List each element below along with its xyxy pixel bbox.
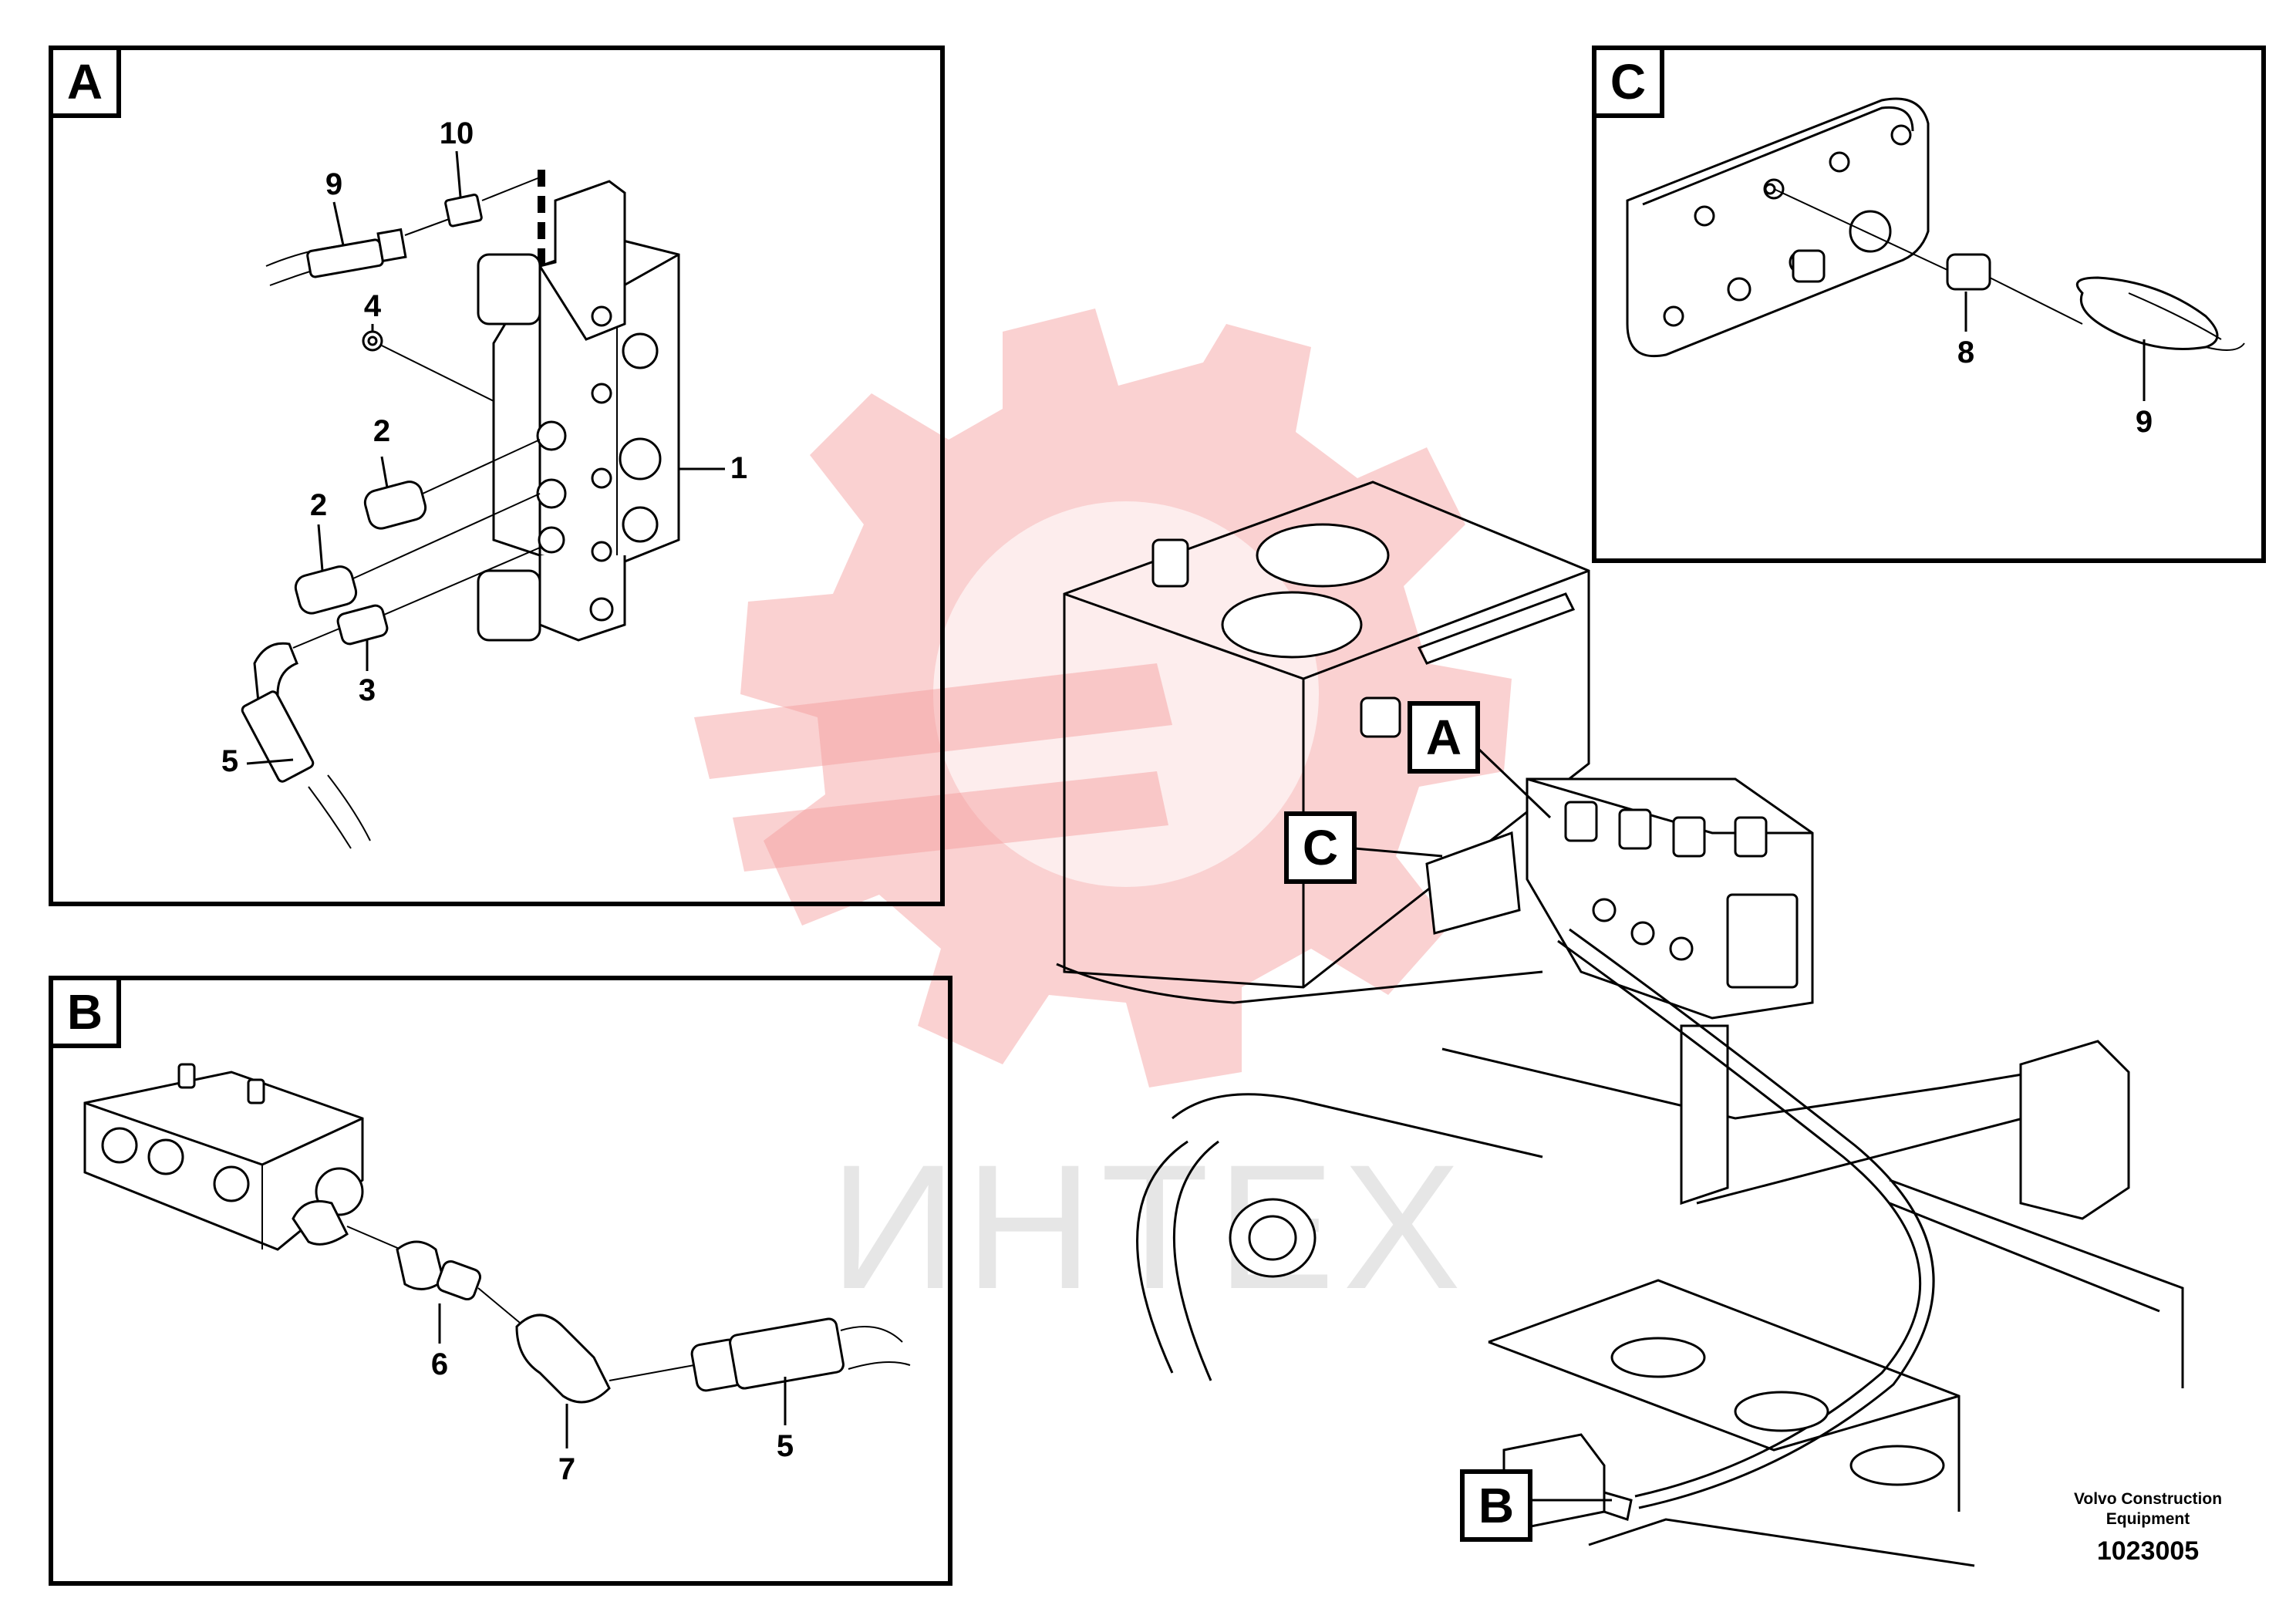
detail-b-letter-box <box>49 976 121 1048</box>
mounting-bracket <box>1425 831 1521 935</box>
callout-c-9: 9 <box>2136 405 2153 439</box>
detail-c-panel: C 8 9 <box>1592 46 2266 563</box>
detail-a-panel: A <box>49 46 945 906</box>
hose-9-c <box>2075 276 2245 351</box>
callout-a-9: 9 <box>325 167 342 201</box>
upper-frame <box>1056 963 2184 1388</box>
detail-a-frame <box>49 46 945 906</box>
ref-box-a: A <box>1408 701 1552 819</box>
ref-letter-c: C <box>1303 820 1338 875</box>
callout-a-2-upper: 2 <box>373 414 390 448</box>
detail-a-callouts: 10 9 4 2 2 1 3 5 <box>221 116 747 778</box>
detail-a-letter-box <box>49 46 121 118</box>
callout-a-2-lower: 2 <box>310 488 327 522</box>
detail-c-letter-box <box>1592 46 1664 118</box>
lower-frame <box>1488 1279 1975 1567</box>
callout-b-5: 5 <box>777 1429 794 1463</box>
callout-a-3: 3 <box>359 673 376 707</box>
callout-a-10: 10 <box>440 116 474 150</box>
detail-b-panel: B <box>49 976 952 1586</box>
detail-a-letter: A <box>67 54 103 110</box>
callout-b-6: 6 <box>431 1347 448 1381</box>
drawing-number: 1023005 <box>2097 1536 2199 1566</box>
plug-2-lower <box>294 565 358 615</box>
fitting-6 <box>396 1240 482 1301</box>
fitting-8 <box>1946 253 1991 291</box>
detail-b-frame <box>49 976 952 1586</box>
fitting-10 <box>444 194 483 228</box>
ref-box-c: C <box>1284 811 1443 884</box>
ref-letter-b: B <box>1478 1478 1514 1533</box>
fitting-3 <box>336 604 389 646</box>
callout-a-4: 4 <box>364 289 382 323</box>
callout-c-8: 8 <box>1957 336 1974 369</box>
brand-line-1: Volvo Construction <box>2074 1490 2222 1508</box>
detail-c-letter: C <box>1610 54 1646 110</box>
watermark-text: ИНТЕХ <box>830 1128 1469 1326</box>
main-assembly-view: A C B <box>1056 481 2184 1567</box>
manifold-block <box>83 1063 364 1251</box>
watermark-gear-logo <box>694 309 1512 1088</box>
callout-b-7: 7 <box>558 1452 575 1486</box>
valve-block-1 <box>477 180 680 642</box>
main-control-valve <box>1526 777 1814 1206</box>
detail-b-letter: B <box>67 984 103 1040</box>
footer-block: Volvo Construction Equipment 1023005 <box>2074 1490 2222 1566</box>
detail-c-frame <box>1592 46 2266 563</box>
hose-9-fitting <box>306 238 384 278</box>
callout-a-1: 1 <box>730 451 747 485</box>
hose-5-b <box>690 1317 911 1392</box>
plug-2-upper <box>363 481 427 530</box>
hose-5 <box>241 642 371 849</box>
ref-box-b: B <box>1460 1469 1612 1542</box>
elbow-7 <box>515 1313 611 1404</box>
ref-letter-a: A <box>1426 710 1462 765</box>
callout-a-5: 5 <box>221 744 238 778</box>
mounting-plate <box>1626 97 1930 358</box>
brand-line-2: Equipment <box>2106 1510 2190 1528</box>
